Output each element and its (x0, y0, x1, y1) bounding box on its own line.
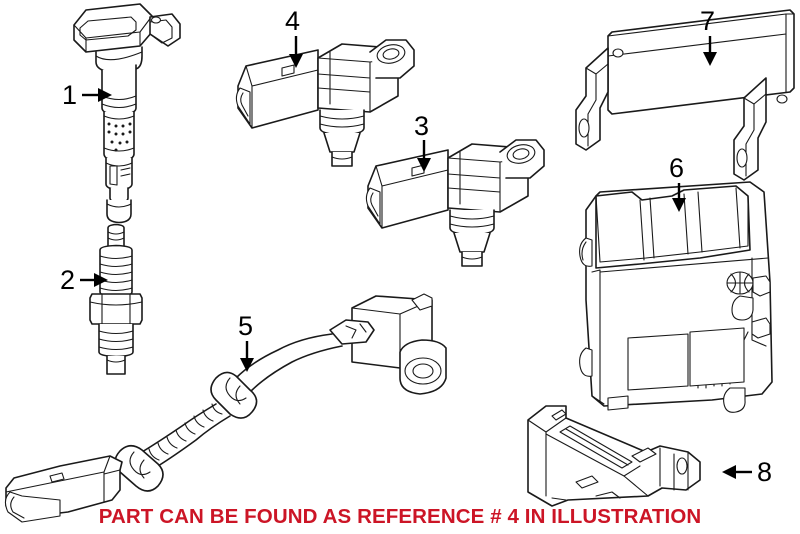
part-spark-plug (89, 223, 143, 375)
callout-leader-3 (417, 140, 431, 172)
callout-leader-2 (80, 273, 108, 287)
reference-note: PART CAN BE FOUND AS REFERENCE # 4 IN IL… (98, 505, 702, 528)
callout-number-7: 7 (700, 6, 716, 36)
callout-leader-6 (672, 183, 686, 212)
part-upper-bracket (575, 9, 795, 181)
callout-leader-5 (240, 341, 254, 372)
part-knock-sensor-harness (4, 293, 447, 523)
callout-number-4: 4 (285, 6, 301, 36)
part-ignition-coil (73, 3, 181, 224)
part-camshaft-sensor-upper (235, 39, 415, 167)
part-engine-control-module (579, 181, 773, 413)
callout-number-2: 2 (60, 265, 76, 295)
part-camshaft-sensor-lower (365, 139, 545, 267)
callout-leader-4 (289, 36, 303, 68)
callout-leader-7 (703, 36, 717, 66)
callout-leader-1 (82, 88, 112, 102)
part-lower-mounting-tray (527, 405, 701, 507)
callout-number-1: 1 (62, 80, 78, 110)
callout-number-6: 6 (669, 153, 685, 183)
callout-number-8: 8 (757, 457, 773, 487)
callout-leader-8 (722, 465, 752, 479)
callout-number-5: 5 (238, 311, 254, 341)
callout-number-3: 3 (414, 111, 430, 141)
